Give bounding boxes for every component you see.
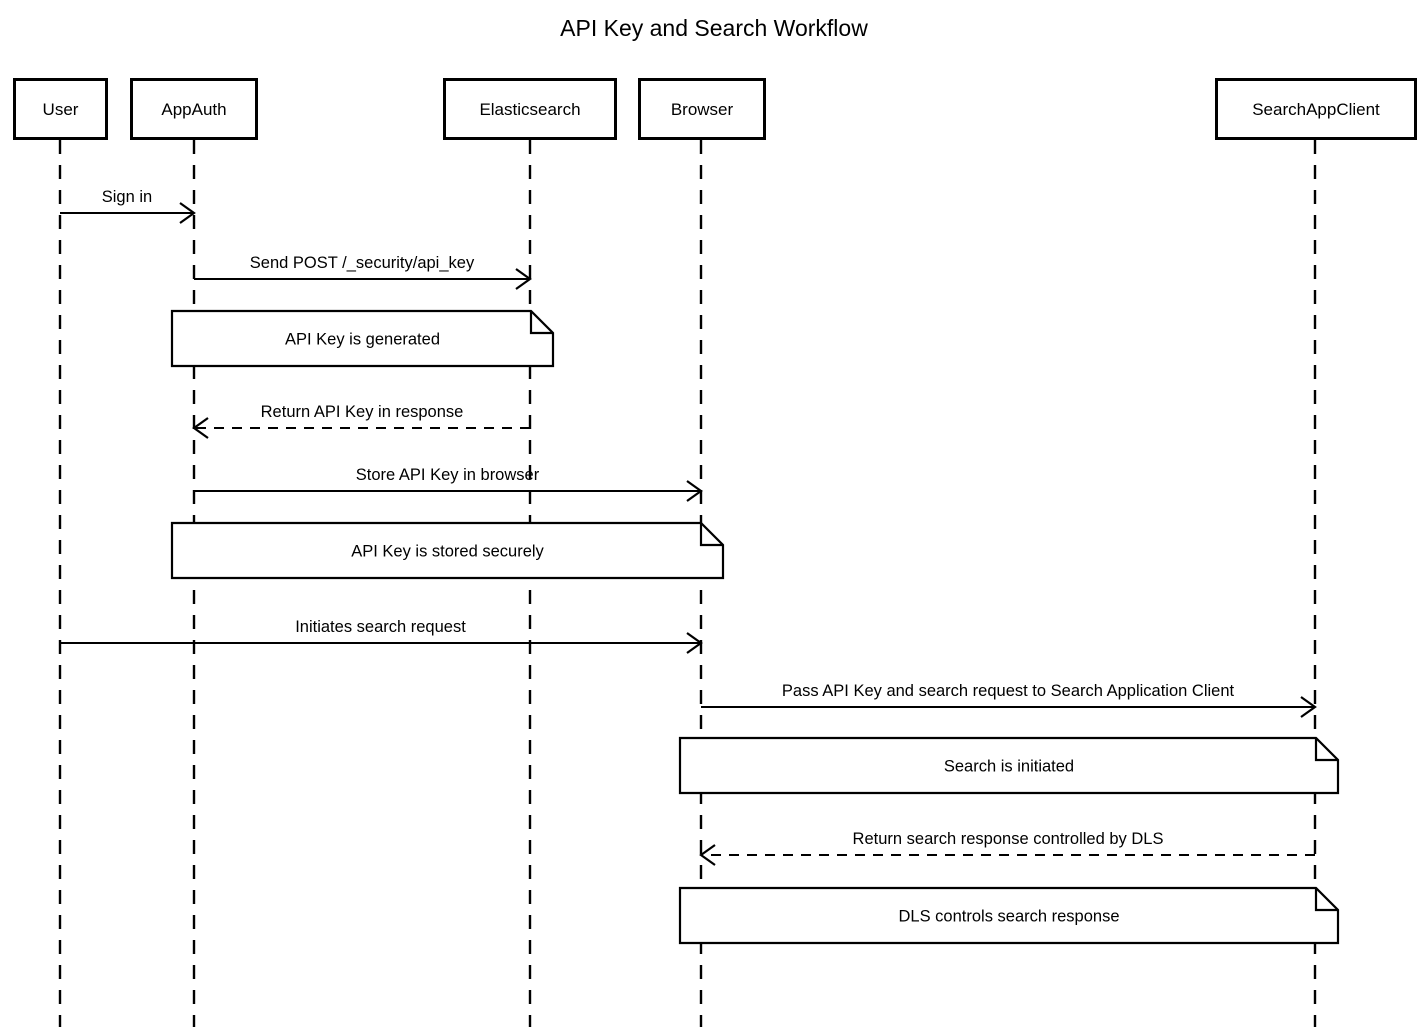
note-api-key-generated: API Key is generated (170, 309, 555, 368)
participants-layer: User AppAuth Elasticsearch Browser SearchApp… (13, 78, 1417, 140)
participant-box-searchapp (1215, 78, 1417, 140)
note-api-key-stored: API Key is stored securely (170, 521, 725, 580)
msg-store-api-key[interactable]: Store API Key in browser (194, 466, 703, 502)
note-search-initiated-label: Search is initiated (944, 758, 1074, 776)
msg-sign-in[interactable]: Sign in (60, 188, 196, 224)
msg-pass-api-key-arrowhead-icon (1300, 696, 1317, 718)
participant-elastic[interactable]: Elasticsearch (443, 78, 617, 140)
messages-layer: Sign in Send POST /_security/api_keyRetur… (60, 188, 1317, 866)
msg-return-api-key-label: Return API Key in response (261, 403, 464, 421)
note-api-key-stored-fold-icon (699, 523, 723, 547)
participant-searchapp[interactable]: SearchAppClient (1215, 78, 1417, 140)
participant-box-browser (638, 78, 766, 140)
msg-sign-in-label: Sign in (102, 188, 152, 206)
participant-user[interactable]: User (13, 78, 108, 140)
msg-return-search-response-arrowhead-icon (699, 844, 716, 866)
msg-pass-api-key[interactable]: Pass API Key and search request to Searc… (701, 682, 1317, 718)
note-api-key-stored-shape (170, 521, 725, 580)
msg-return-api-key-arrowhead-icon (192, 417, 209, 439)
note-search-initiated: Search is initiated (678, 736, 1340, 795)
msg-store-api-key-label: Store API Key in browser (356, 466, 540, 484)
msg-sign-in-arrowhead-icon (179, 202, 196, 224)
participant-label-searchapp: SearchAppClient (1252, 100, 1380, 119)
msg-initiates-search[interactable]: Initiates search request (60, 618, 703, 654)
msg-return-api-key[interactable]: Return API Key in response (192, 403, 530, 439)
note-api-key-stored-label: API Key is stored securely (351, 543, 544, 561)
msg-send-post-label: Send POST /_security/api_key (250, 254, 475, 272)
msg-send-post-arrowhead-icon (515, 268, 532, 290)
participant-label-user: User (43, 100, 79, 119)
participant-box-user (13, 78, 108, 140)
note-search-initiated-fold-icon (1314, 738, 1338, 762)
msg-send-post[interactable]: Send POST /_security/api_key (194, 254, 532, 290)
participant-box-elastic (443, 78, 617, 140)
participant-label-elastic: Elasticsearch (479, 100, 580, 119)
note-dls-controls-shape (678, 886, 1340, 945)
msg-initiates-search-label: Initiates search request (295, 618, 466, 636)
note-dls-controls: DLS controls search response (678, 886, 1340, 945)
note-api-key-generated-label: API Key is generated (285, 331, 440, 349)
participant-appauth[interactable]: AppAuth (130, 78, 258, 140)
participant-box-appauth (130, 78, 258, 140)
msg-pass-api-key-label: Pass API Key and search request to Searc… (782, 682, 1235, 700)
msg-return-search-response-label: Return search response controlled by DLS (853, 830, 1164, 848)
note-dls-controls-fold-icon (1314, 888, 1338, 912)
participant-label-appauth: AppAuth (161, 100, 226, 119)
note-search-initiated-shape (678, 736, 1340, 795)
participant-label-browser: Browser (671, 100, 734, 119)
msg-initiates-search-arrowhead-icon (686, 632, 703, 654)
note-api-key-generated-shape (170, 309, 555, 368)
participant-browser[interactable]: Browser (638, 78, 766, 140)
page-title: API Key and Search Workflow (560, 15, 868, 41)
msg-return-search-response[interactable]: Return search response controlled by DLS (699, 830, 1315, 866)
note-dls-controls-label: DLS controls search response (898, 908, 1119, 926)
note-api-key-generated-fold-icon (529, 311, 553, 335)
msg-store-api-key-arrowhead-icon (686, 480, 703, 502)
